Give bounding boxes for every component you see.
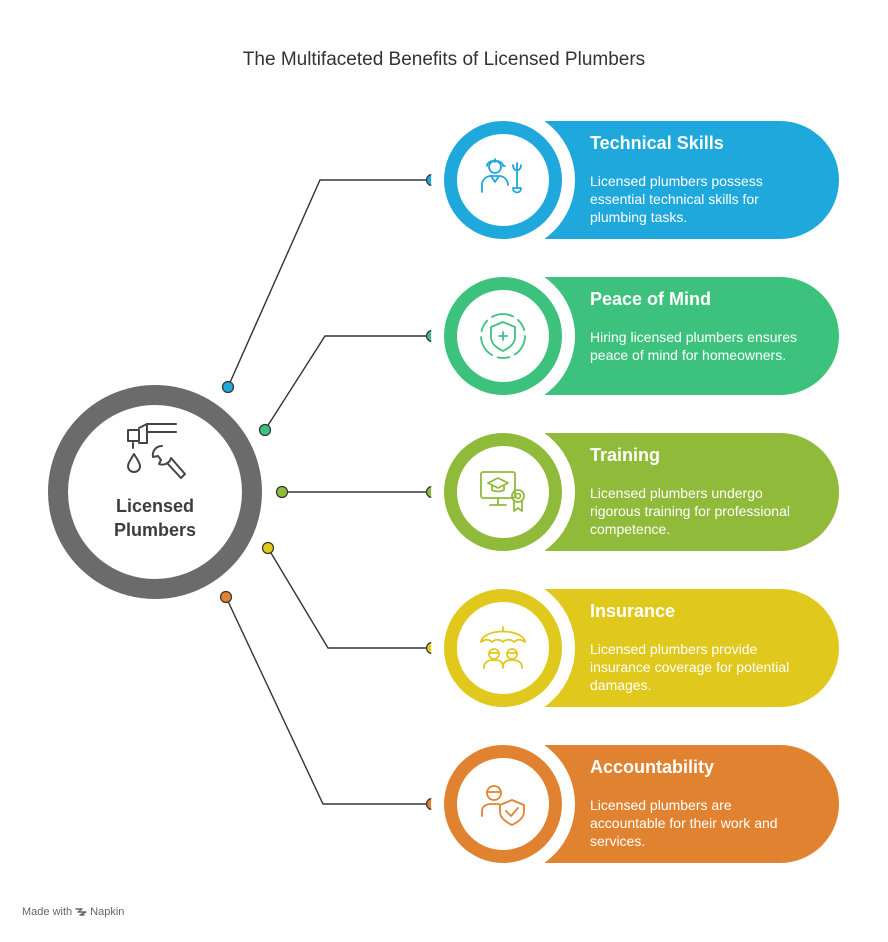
benefit-pill-training (545, 433, 839, 551)
footer-brand: Napkin (90, 906, 125, 918)
umbrella-people-icon (480, 626, 526, 669)
benefit-title-peace-of-mind: Peace of Mind (590, 289, 712, 309)
connector-line-technical-skills (227, 179, 432, 388)
benefit-card-accountability (431, 732, 839, 876)
certificate-icon (480, 471, 525, 512)
benefit-description-peace-of-mind: Hiring licensed plumbers ensures peace o… (590, 329, 797, 363)
faucet-wrench-icon (127, 423, 186, 479)
benefit-title-training: Training (590, 445, 661, 465)
shield-plus-icon (480, 313, 526, 359)
connector-hub-dot-peace-of-mind (258, 423, 272, 437)
benefit-title-insurance: Insurance (590, 601, 676, 621)
benefit-description-training: Licensed plumbers undergo rigorous train… (590, 485, 790, 537)
worker-wrench-icon (481, 158, 522, 194)
connector-line-insurance (267, 547, 432, 649)
benefit-description-accountability: Licensed plumbers are accountable for th… (590, 797, 778, 849)
benefit-pill-insurance (545, 589, 839, 707)
benefit-description-technical-skills: Licensed plumbers possess essential tech… (590, 173, 763, 225)
hub-label: Licensed Plumbers (80, 494, 230, 542)
hub-label-line1: Licensed (115, 496, 195, 516)
benefit-pill-peace-of-mind (545, 277, 839, 395)
benefit-card-peace-of-mind (431, 264, 839, 408)
benefit-pill-technical-skills (545, 121, 839, 239)
benefit-title-accountability: Accountability (590, 757, 715, 777)
benefit-card-insurance (431, 576, 839, 720)
benefit-icon-bg-training (457, 446, 549, 538)
hub-node (48, 385, 262, 599)
benefit-pill-accountability (545, 745, 839, 863)
benefit-icon-bg-insurance (457, 602, 549, 694)
connector-hub-dot-accountability (219, 590, 233, 604)
benefit-cards (431, 108, 839, 876)
footer-prefix: Made with (22, 906, 73, 918)
connector-line-accountability (225, 596, 432, 805)
person-shield-icon (481, 785, 525, 826)
hub-label-line2: Plumbers (113, 520, 197, 540)
benefit-title-technical-skills: Technical Skills (590, 133, 724, 153)
benefit-card-training (431, 420, 839, 564)
hub-ring (48, 385, 262, 599)
footer-attribution: Made with Napkin (22, 906, 124, 918)
benefit-icon-bg-technical-skills (457, 134, 549, 226)
connector-hub-dot-insurance (261, 541, 275, 555)
napkin-logo-icon (75, 908, 87, 916)
connector-hub-dot-technical-skills (221, 380, 235, 394)
benefit-description-insurance: Licensed plumbers provide insurance cove… (590, 641, 790, 693)
connector-line-peace-of-mind (264, 335, 432, 431)
page-title: The Multifaceted Benefits of Licensed Pl… (242, 49, 646, 70)
connector-hub-dot-training (275, 485, 289, 499)
benefit-card-technical-skills (431, 108, 839, 252)
